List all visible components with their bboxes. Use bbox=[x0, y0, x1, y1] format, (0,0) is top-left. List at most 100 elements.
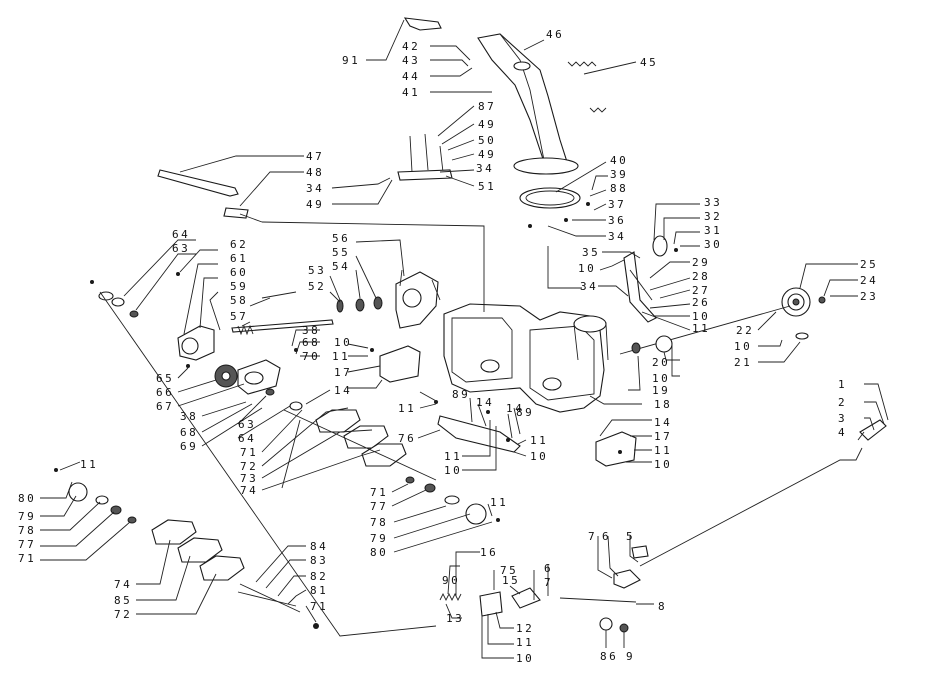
callout-c21: 21 bbox=[734, 356, 752, 369]
callout-c68a: 68 bbox=[302, 336, 320, 349]
callout-c38a: 38 bbox=[302, 324, 320, 337]
callout-c80a: 80 bbox=[18, 492, 36, 505]
callout-c43: 43 bbox=[402, 54, 420, 67]
callout-c2: 2 bbox=[838, 396, 847, 409]
callout-c62: 62 bbox=[230, 238, 248, 251]
control-rod-8 bbox=[559, 597, 637, 603]
washer-78-right bbox=[444, 495, 460, 505]
callout-c78a: 78 bbox=[18, 524, 36, 537]
callout-c78b: 78 bbox=[370, 516, 388, 529]
chute-spring bbox=[567, 61, 597, 67]
chute-hole bbox=[513, 61, 531, 71]
callout-c90: 90 bbox=[442, 574, 460, 587]
drive-shaft bbox=[619, 305, 791, 355]
callout-c23: 23 bbox=[860, 290, 878, 303]
chute-fold-line bbox=[499, 33, 546, 166]
callout-c10c: 10 bbox=[734, 340, 752, 353]
callout-c13: 13 bbox=[446, 612, 464, 625]
control-lever-bracket bbox=[613, 569, 641, 589]
gear-case-cover-bore bbox=[244, 371, 264, 385]
callout-c11h: 11 bbox=[516, 636, 534, 649]
nut-71-right bbox=[405, 476, 415, 484]
bearing-flange-79-right bbox=[465, 503, 487, 525]
auger-housing bbox=[443, 303, 605, 413]
control-grip bbox=[859, 419, 887, 441]
callout-c74a: 74 bbox=[240, 484, 258, 497]
hw-14 bbox=[486, 410, 490, 414]
impeller-hub bbox=[402, 288, 422, 308]
callout-c51: 51 bbox=[478, 180, 496, 193]
nut-mid bbox=[265, 388, 275, 396]
callout-c11i: 11 bbox=[490, 496, 508, 509]
callout-c6a: 6 bbox=[602, 530, 611, 543]
callout-c60: 60 bbox=[230, 266, 248, 279]
callout-c71a: 71 bbox=[18, 552, 36, 565]
chute-ring bbox=[519, 187, 581, 209]
callout-c56: 56 bbox=[332, 232, 350, 245]
callout-c49a: 49 bbox=[306, 198, 324, 211]
callout-c58: 58 bbox=[230, 294, 248, 307]
washer-63 bbox=[111, 297, 125, 307]
hw-80 bbox=[54, 468, 58, 472]
callout-c37: 37 bbox=[608, 198, 626, 211]
callout-c12: 12 bbox=[516, 622, 534, 635]
callout-c24: 24 bbox=[860, 274, 878, 287]
washer-78 bbox=[95, 495, 109, 505]
deflector-bracket bbox=[403, 17, 442, 31]
hw-11-right bbox=[618, 450, 622, 454]
shear-pin-strip bbox=[237, 591, 297, 607]
hw-30 bbox=[674, 248, 678, 252]
hw-36 bbox=[564, 218, 568, 222]
skid-shoe-left bbox=[379, 345, 421, 383]
callout-c16: 16 bbox=[480, 546, 498, 559]
callout-c11f: 11 bbox=[654, 444, 672, 457]
part-9 bbox=[619, 623, 629, 633]
callout-c47: 47 bbox=[306, 150, 324, 163]
chute-crank bbox=[157, 169, 239, 197]
chute-spring-2 bbox=[589, 107, 607, 113]
shaft-flange-20 bbox=[655, 335, 673, 353]
key bbox=[261, 291, 297, 299]
hw-65 bbox=[186, 364, 190, 368]
callout-c79a: 79 bbox=[18, 510, 36, 523]
callout-c31: 31 bbox=[704, 224, 722, 237]
callout-c10f: 10 bbox=[530, 450, 548, 463]
callout-c19: 19 bbox=[652, 384, 670, 397]
callout-c39: 39 bbox=[610, 168, 628, 181]
crank-bracket bbox=[223, 207, 249, 219]
callout-c26: 26 bbox=[692, 296, 710, 309]
callout-c83: 83 bbox=[310, 554, 328, 567]
callout-c50: 50 bbox=[478, 134, 496, 147]
callout-c18: 18 bbox=[654, 398, 672, 411]
bearing-flange-79 bbox=[68, 482, 88, 502]
callout-c11b: 11 bbox=[332, 350, 350, 363]
callout-c86: 86 bbox=[600, 650, 618, 663]
callout-c68b: 68 bbox=[180, 426, 198, 439]
callout-c25: 25 bbox=[860, 258, 878, 271]
callout-c74b: 74 bbox=[114, 578, 132, 591]
impeller-blades bbox=[399, 269, 441, 301]
pulley-bolt bbox=[818, 296, 826, 304]
callout-c30: 30 bbox=[704, 238, 722, 251]
gear-case-bore bbox=[181, 337, 199, 355]
callout-c53: 53 bbox=[308, 264, 326, 277]
callout-c61: 61 bbox=[230, 252, 248, 265]
callout-c11c: 11 bbox=[398, 402, 416, 415]
callout-c81: 81 bbox=[310, 584, 328, 597]
callout-c49c: 49 bbox=[478, 148, 496, 161]
impeller-shaft bbox=[231, 319, 334, 333]
callout-c10d: 10 bbox=[652, 372, 670, 385]
bearing-54 bbox=[355, 298, 365, 312]
callout-c72a: 72 bbox=[240, 460, 258, 473]
callout-c35: 35 bbox=[582, 246, 600, 259]
lower-auger-flight-1 bbox=[151, 519, 197, 545]
clutch-spring bbox=[439, 592, 462, 602]
callout-c7b: 7 bbox=[544, 576, 553, 589]
leader-lines bbox=[40, 19, 889, 659]
skid-shoe-right bbox=[595, 431, 637, 467]
crank-link bbox=[239, 213, 263, 223]
callout-c10e: 10 bbox=[654, 458, 672, 471]
nut-71 bbox=[127, 516, 137, 524]
